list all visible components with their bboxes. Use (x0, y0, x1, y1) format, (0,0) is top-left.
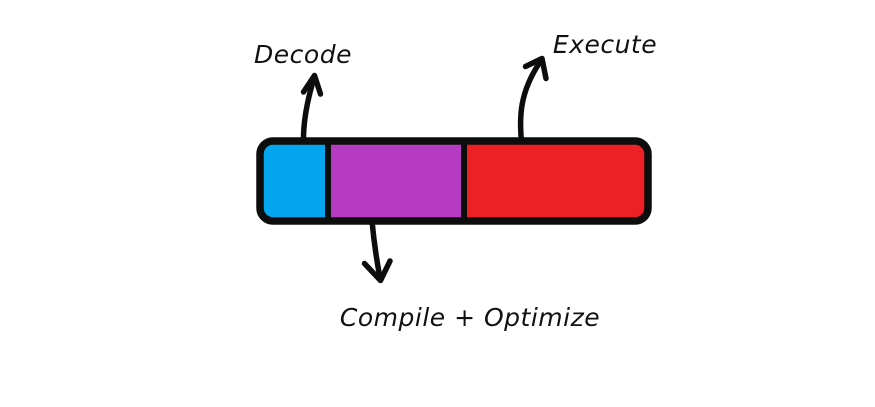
bar-segment-execute[interactable] (464, 141, 648, 221)
execute-arrow (517, 55, 549, 145)
bar-segment-compile-optimize[interactable] (328, 141, 464, 221)
decode-arrow (300, 72, 324, 145)
label-decode: Decode (254, 40, 352, 69)
label-compile-optimize: Compile + Optimize (340, 303, 600, 332)
bar-outline (256, 137, 652, 225)
compile-optimize-arrow (361, 218, 393, 284)
label-execute: Execute (553, 30, 657, 59)
pipeline-bar (256, 137, 652, 225)
bar-segment-decode[interactable] (260, 141, 328, 221)
